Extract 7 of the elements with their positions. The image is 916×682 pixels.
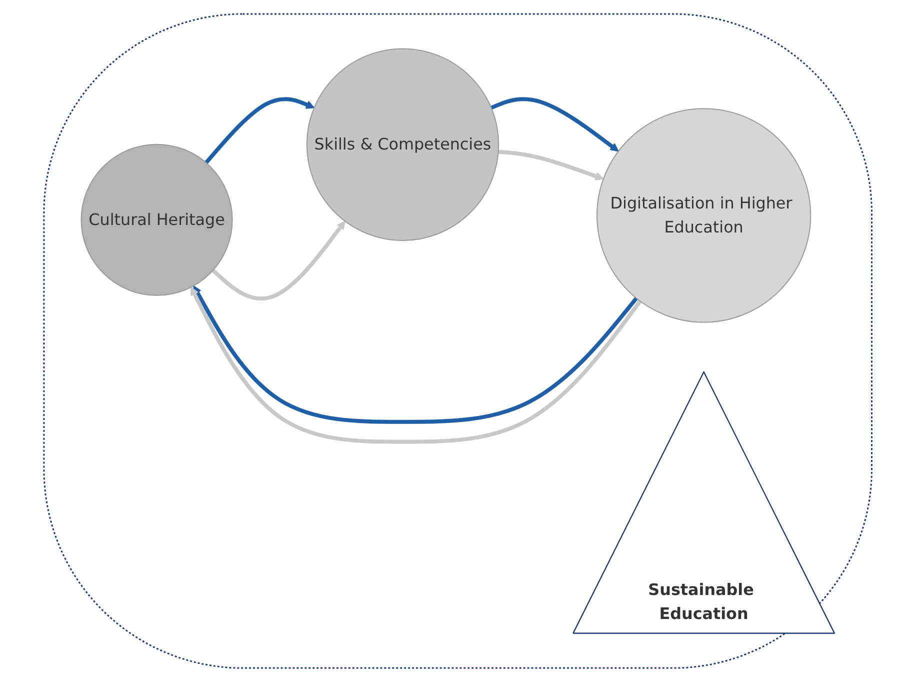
node-circle: Skills & Competencies — [306, 48, 500, 241]
arrow — [490, 97, 619, 152]
node-circle: Cultural Heritage — [80, 144, 233, 296]
arrow — [212, 220, 346, 300]
arrow — [498, 150, 604, 180]
arrow — [204, 97, 315, 164]
node-circle: Digitalisation in Higher Education — [596, 108, 812, 323]
